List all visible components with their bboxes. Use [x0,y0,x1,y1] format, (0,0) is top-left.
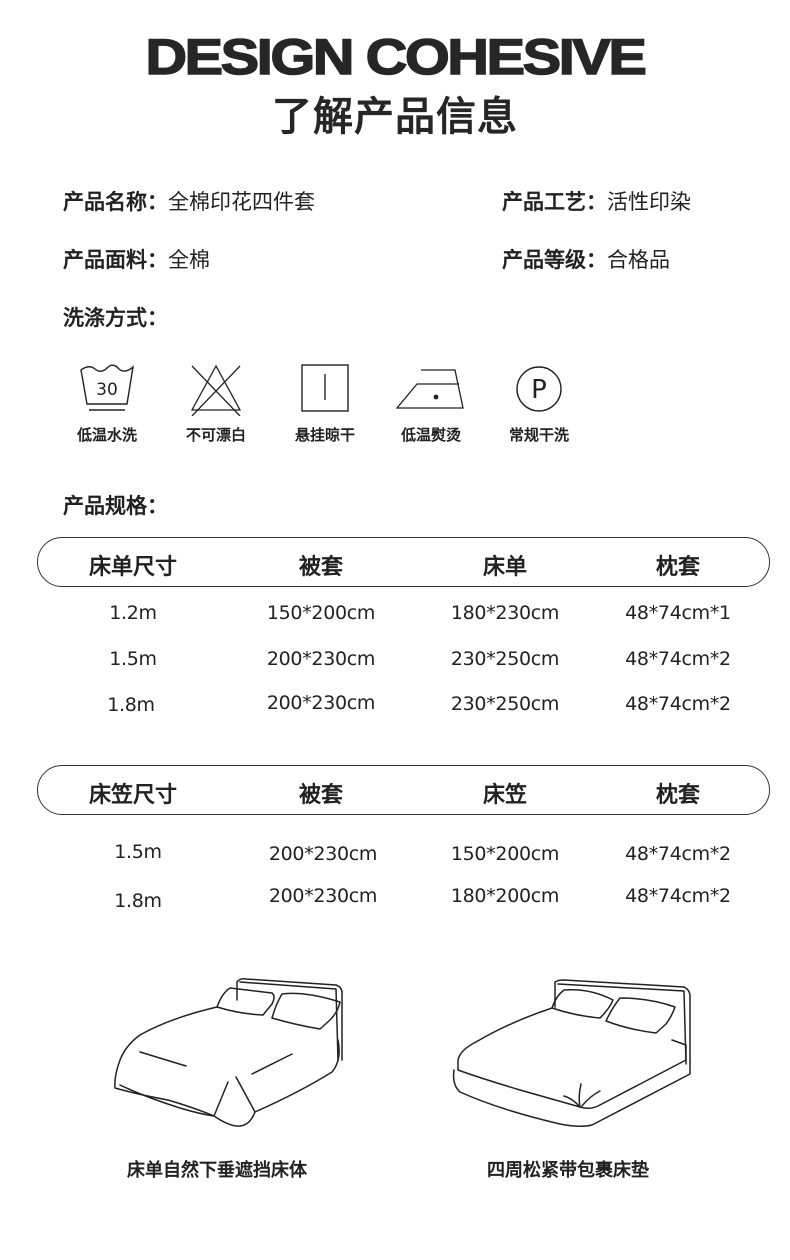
fitted-sheet-caption: 四周松紧带包裹床垫 [487,1160,649,1181]
table-cell: 1.2m [109,602,157,624]
table-cell: 230*250cm [450,693,560,715]
product-grade-label: 产品等级： [502,248,607,272]
low-iron-icon [395,369,464,409]
table-cell: 1.8m [114,890,162,912]
svg-text:P: P [531,375,547,405]
product-name-row: 产品名称：全棉印花四件套 [63,186,315,216]
product-craft-label: 产品工艺： [502,190,607,214]
table2-header-cell: 床笠 [482,783,527,808]
wash-item-hang-dry: 悬挂晾干 [280,360,370,445]
wash-30-icon: 30 [80,364,135,411]
wash-label: 低温熨烫 [400,426,461,444]
table-cell: 48*74cm*1 [625,602,731,624]
table2-header [37,765,770,815]
wash-item-dry-clean: P 常规干洗 [494,360,584,445]
table-cell: 150*200cm [266,602,376,624]
product-craft-value: 活性印染 [607,190,691,214]
title-english: DESIGN COHESIVE [145,28,648,86]
wash-method-title: 洗涤方式： [63,306,168,330]
table-cell: 48*74cm*2 [625,885,731,907]
wash-label: 不可漂白 [185,426,246,444]
product-name-value: 全棉印花四件套 [168,190,315,214]
table2-header-cell: 被套 [298,783,343,808]
hang-dry-icon [301,364,349,412]
table1-header-cell: 被套 [298,555,343,580]
table1-header-cell: 枕套 [655,555,700,580]
table2-header-cell: 床笠尺寸 [88,783,177,808]
wash-label: 低温水洗 [76,426,137,444]
table-cell: 48*74cm*2 [625,693,731,715]
wash-label: 常规干洗 [508,426,569,444]
product-grade-value: 合格品 [607,248,670,272]
table1-header [37,537,770,587]
flat-sheet-caption: 床单自然下垂遮挡床体 [127,1160,307,1181]
table-cell: 200*230cm [266,648,376,670]
table-cell: 230*250cm [450,648,560,670]
product-grade-row: 产品等级：合格品 [502,244,670,274]
product-fabric-value: 全棉 [168,248,210,272]
table-cell: 200*230cm [268,885,378,907]
product-name-label: 产品名称： [63,190,168,214]
dry-clean-p-icon: P [516,366,562,412]
product-fabric-row: 产品面料：全棉 [63,244,210,274]
table-cell: 200*230cm [268,843,378,865]
table-cell: 150*200cm [450,843,560,865]
wash-item-low-iron: 低温熨烫 [386,360,476,445]
product-craft-row: 产品工艺：活性印染 [502,186,691,216]
table1-header-cell: 床单 [482,555,527,580]
table1-header-cell: 床单尺寸 [88,555,177,580]
table-cell: 200*230cm [266,692,376,714]
no-bleach-icon [190,364,242,416]
wash-label: 悬挂晾干 [294,426,355,444]
table-cell: 48*74cm*2 [625,648,731,670]
table-cell: 1.8m [107,694,155,716]
fitted-sheet-bed-illustration [452,979,691,1128]
spec-title: 产品规格： [63,494,168,518]
product-fabric-label: 产品面料： [63,248,168,272]
svg-text:30: 30 [96,380,118,400]
title-chinese: 了解产品信息 [272,94,518,140]
table-cell: 180*200cm [450,885,560,907]
table2-header-cell: 枕套 [655,783,700,808]
table-cell: 1.5m [109,648,157,670]
table-cell: 180*230cm [450,602,560,624]
table-cell: 1.5m [114,841,162,863]
wash-item-low-temp: 30 低温水洗 [62,360,152,445]
wash-item-no-bleach: 不可漂白 [171,360,261,445]
flat-sheet-bed-illustration [114,978,343,1127]
table-cell: 48*74cm*2 [625,843,731,865]
